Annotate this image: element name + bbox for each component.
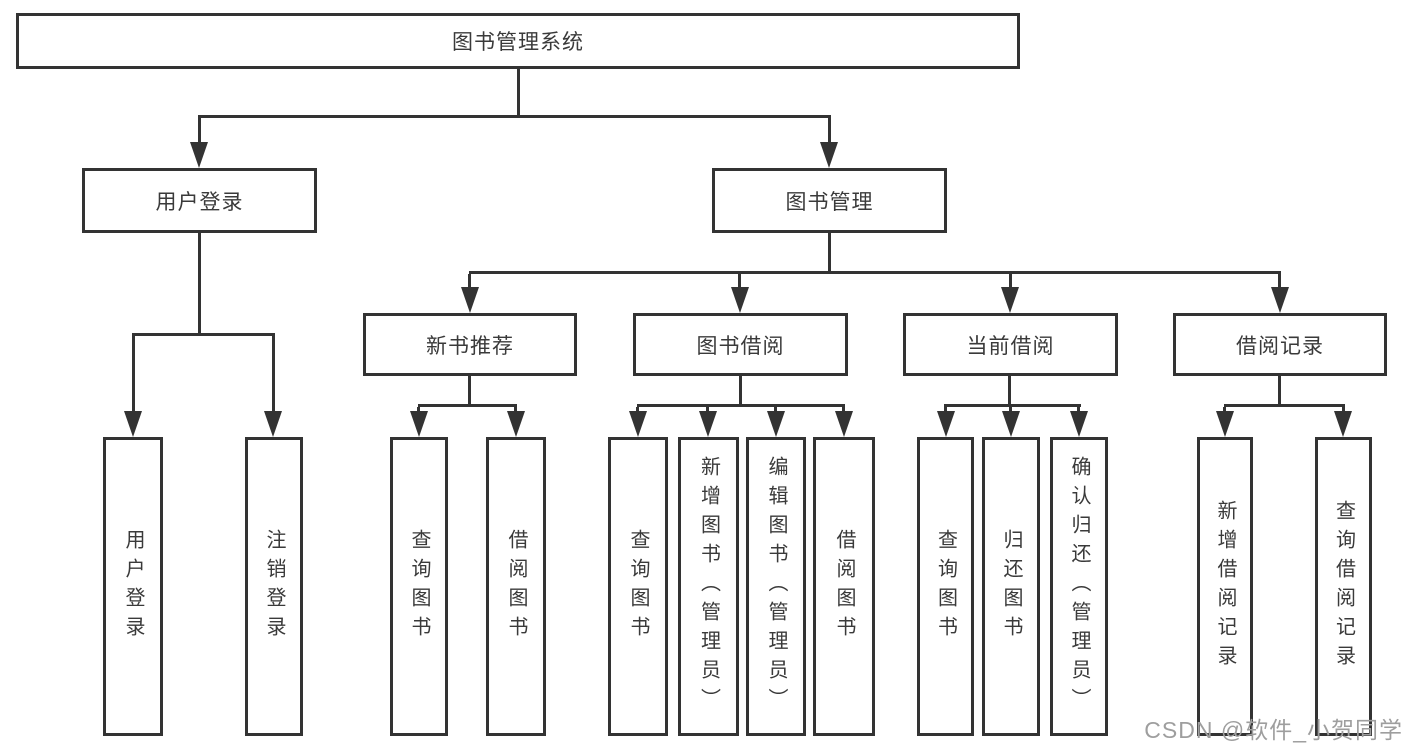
leaf-query-borrow-record: 查询借阅记录 — [1315, 437, 1372, 736]
connector-shaft-leaf-logout — [272, 336, 275, 416]
arrowhead-down-icon — [410, 411, 428, 437]
connector-shaft-book-borrow — [738, 274, 741, 290]
leaf-user-login: 用户登录 — [103, 437, 163, 736]
leaf-query-books-borrow: 查询图书 — [608, 437, 668, 736]
connector-shaft-user-login — [198, 118, 201, 146]
connector-bus-level3 — [469, 271, 1281, 274]
leaf-borrow-books-recommend: 借阅图书 — [486, 437, 546, 736]
connector-current-borrow-stub — [1008, 376, 1011, 407]
connector-shaft-book-management — [828, 118, 831, 146]
watermark: CSDN @软件_小贺同学 — [1144, 717, 1403, 743]
arrowhead-down-icon — [937, 411, 955, 437]
node-borrow-records: 借阅记录 — [1173, 313, 1387, 376]
connector-shaft-borrow-record — [1278, 274, 1281, 290]
connector-root-stub — [517, 69, 520, 118]
node-book-management: 图书管理 — [712, 168, 947, 233]
leaf-return-books: 归还图书 — [982, 437, 1040, 736]
node-new-book-recommend: 新书推荐 — [363, 313, 577, 376]
leaf-add-borrow-record: 新增借阅记录 — [1197, 437, 1253, 736]
arrowhead-down-icon — [629, 411, 647, 437]
leaf-query-books-recommend: 查询图书 — [390, 437, 448, 736]
arrowhead-down-icon — [835, 411, 853, 437]
arrowhead-down-icon — [190, 142, 208, 168]
leaf-query-books-current: 查询图书 — [917, 437, 974, 736]
arrowhead-down-icon — [731, 287, 749, 313]
connector-bus-user-login — [132, 333, 275, 336]
arrowhead-down-icon — [1216, 411, 1234, 437]
node-user-login: 用户登录 — [82, 168, 317, 233]
connector-book-management-stub — [828, 233, 831, 274]
connector-shaft-current-borrow — [1009, 274, 1012, 290]
connector-new-book-stub — [468, 376, 471, 407]
leaf-borrow-books: 借阅图书 — [813, 437, 875, 736]
arrowhead-down-icon — [820, 142, 838, 168]
arrowhead-down-icon — [1001, 287, 1019, 313]
connector-book-borrow-stub — [739, 376, 742, 407]
connector-bus-book-borrow — [637, 404, 845, 407]
arrowhead-down-icon — [1271, 287, 1289, 313]
arrowhead-down-icon — [507, 411, 525, 437]
connector-shaft-leaf-user-login — [132, 336, 135, 416]
arrowhead-down-icon — [1334, 411, 1352, 437]
arrowhead-down-icon — [124, 411, 142, 437]
connector-bus-current-borrow — [944, 404, 1081, 407]
leaf-add-book-admin: 新增图书（管理员） — [678, 437, 739, 736]
arrowhead-down-icon — [1002, 411, 1020, 437]
arrowhead-down-icon — [767, 411, 785, 437]
arrowhead-down-icon — [264, 411, 282, 437]
connector-bus-level2 — [198, 115, 831, 118]
node-current-borrowing: 当前借阅 — [903, 313, 1118, 376]
connector-borrow-record-stub — [1278, 376, 1281, 407]
arrowhead-down-icon — [461, 287, 479, 313]
connector-bus-borrow-record — [1224, 404, 1345, 407]
node-book-borrowing: 图书借阅 — [633, 313, 848, 376]
leaf-edit-book-admin: 编辑图书（管理员） — [746, 437, 806, 736]
node-library-management-system: 图书管理系统 — [16, 13, 1020, 69]
connector-shaft-new-book — [468, 274, 471, 290]
connector-bus-new-book — [418, 404, 517, 407]
arrowhead-down-icon — [699, 411, 717, 437]
arrowhead-down-icon — [1070, 411, 1088, 437]
leaf-logout: 注销登录 — [245, 437, 303, 736]
connector-user-login-stub — [198, 233, 201, 336]
leaf-confirm-return-admin: 确认归还（管理员） — [1050, 437, 1108, 736]
